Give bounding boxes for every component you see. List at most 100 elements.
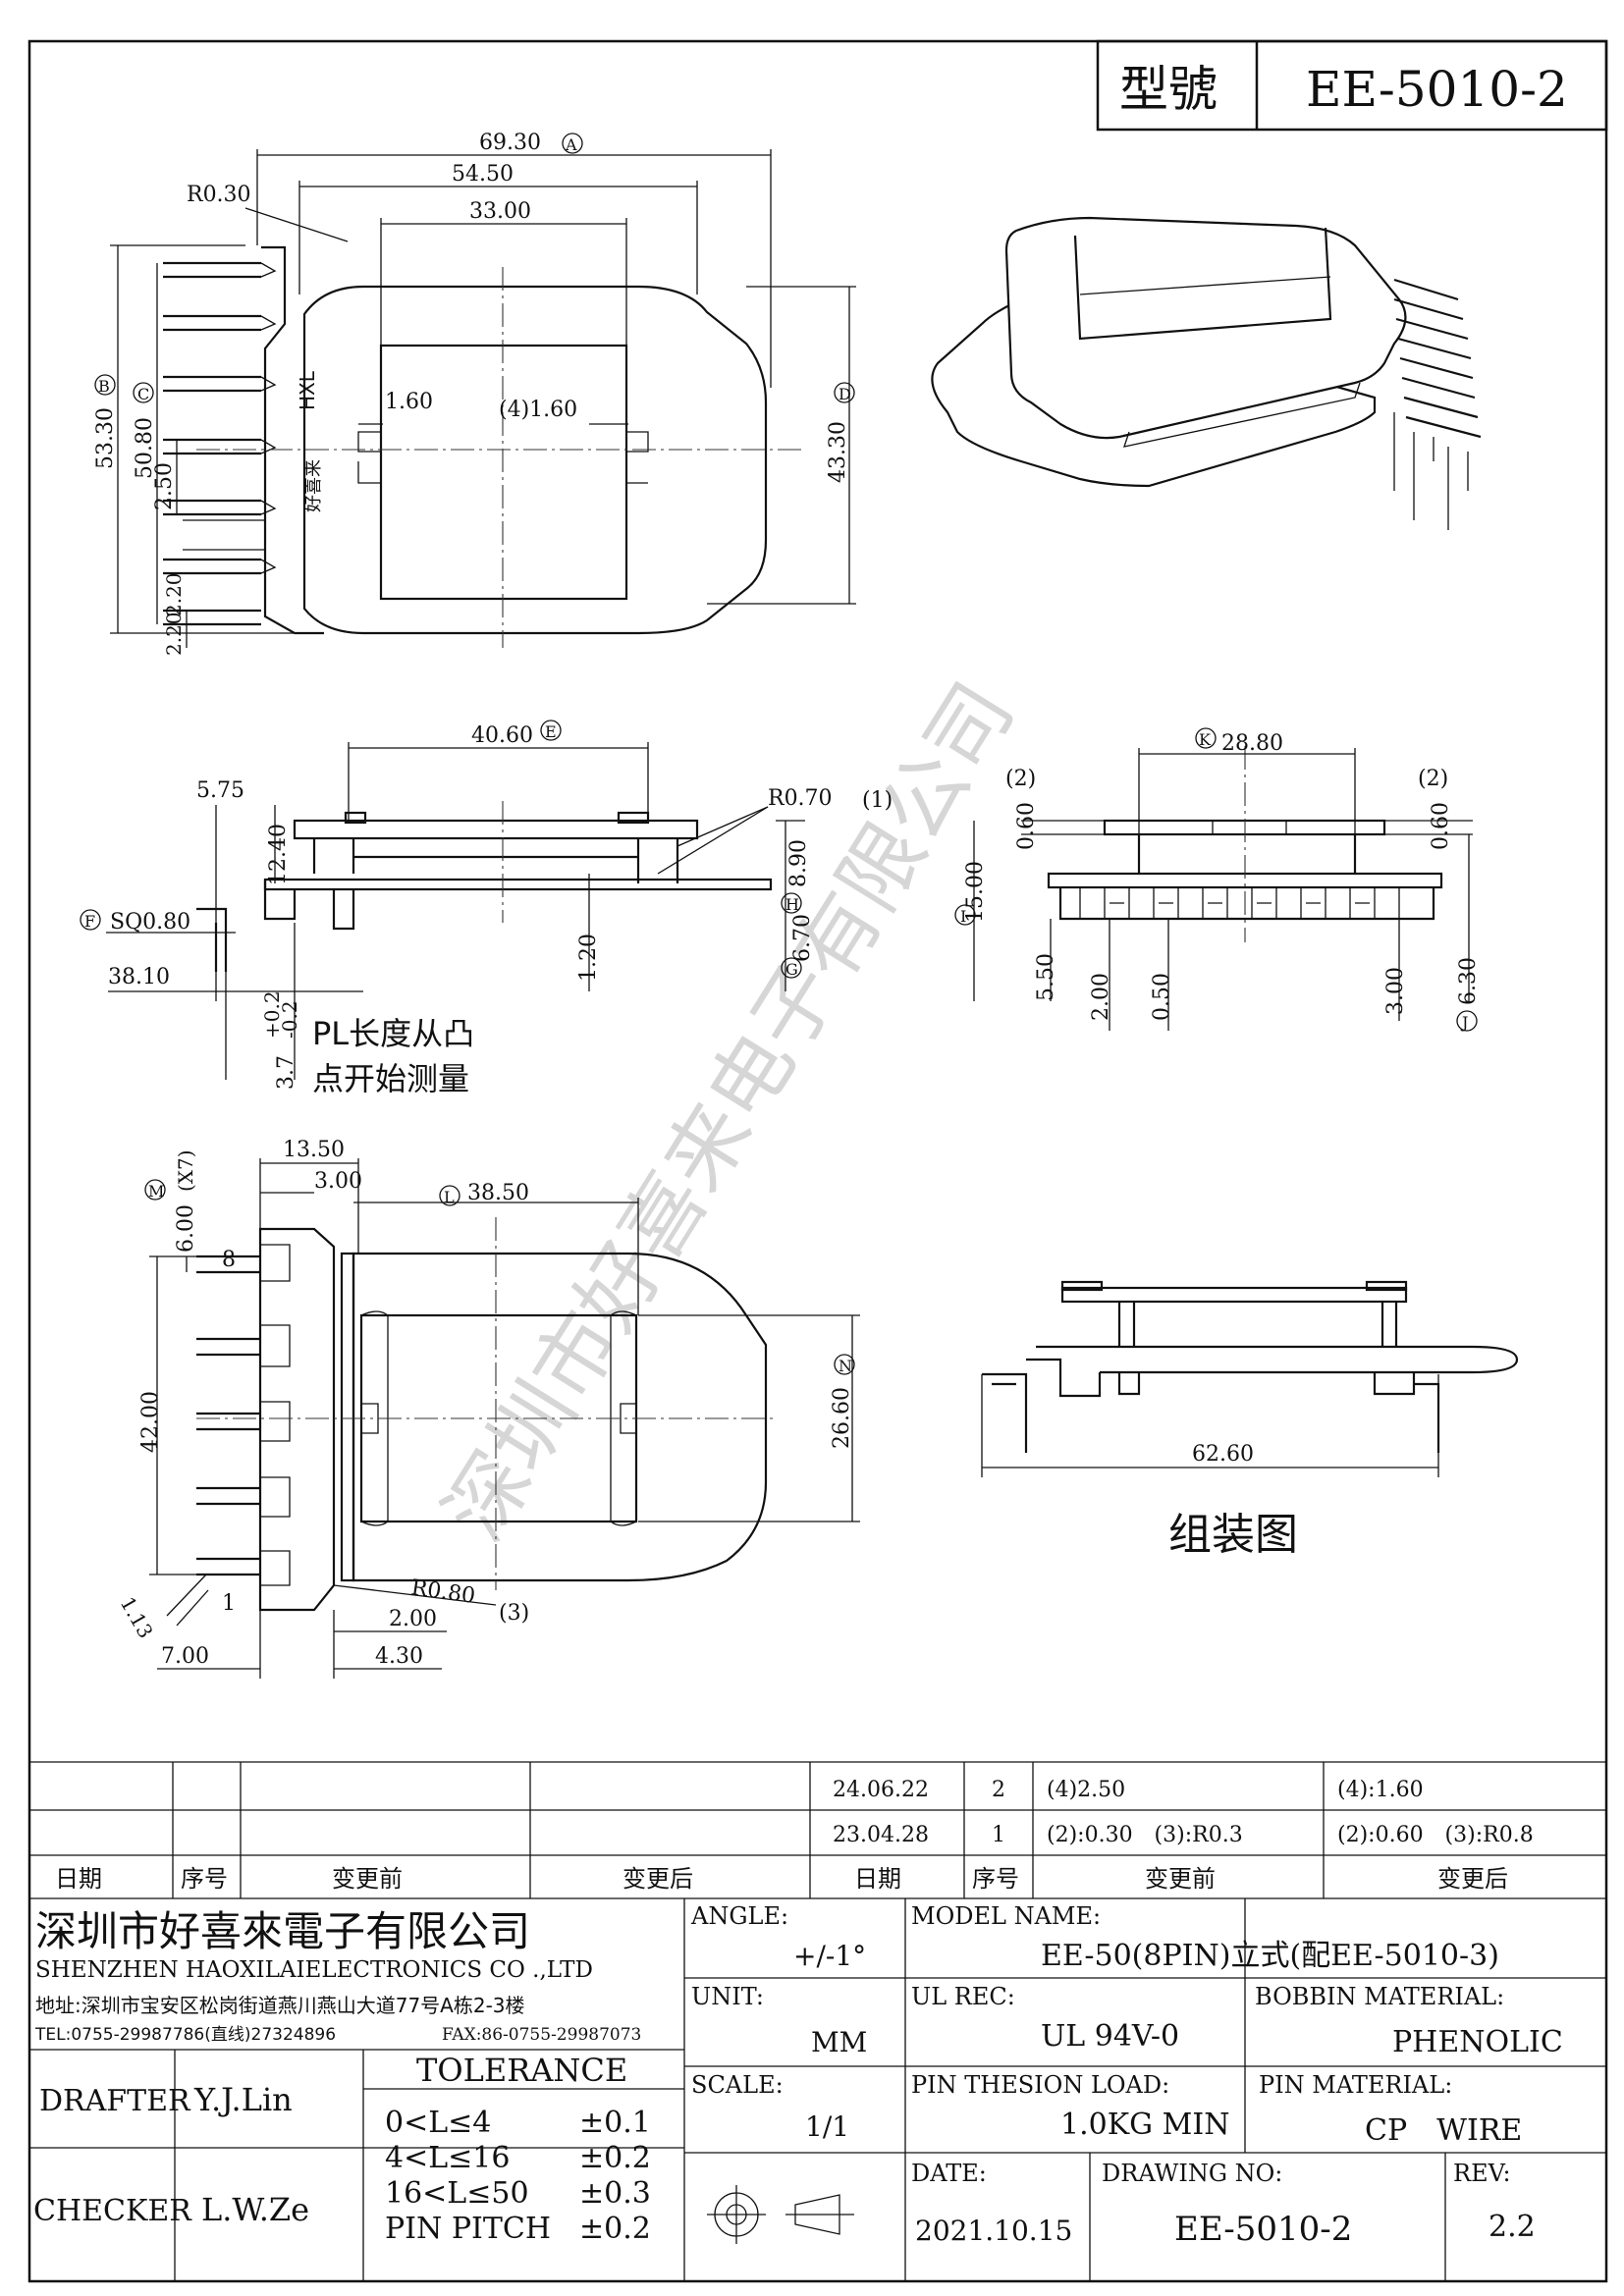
revision-row-2-no: 1	[992, 1823, 1005, 1847]
title-block: 深圳市好喜來電子有限公司 SHENZHEN HAOXILAIELECTRONIC…	[29, 1898, 1606, 2281]
svg-text:62.60: 62.60	[1192, 1442, 1254, 1467]
svg-text:3.00: 3.00	[1383, 967, 1408, 1015]
svg-text:A: A	[565, 135, 577, 154]
revision-table: 日期 序号 变更前 变更后 日期 序号 变更前 变更后 24.06.22 2 (…	[29, 1761, 1606, 1899]
svg-text:DRAFTER: DRAFTER	[39, 2084, 191, 2118]
svg-text:C: C	[137, 385, 149, 403]
bobbin-material-value: PHENOLIC	[1392, 2025, 1563, 2059]
svg-text:ANGLE:: ANGLE:	[690, 1902, 788, 1930]
company-name-cn: 深圳市好喜來電子有限公司	[35, 1907, 530, 1955]
svg-text:UL REC:: UL REC:	[911, 1983, 1015, 2010]
svg-text:2.20: 2.20	[162, 572, 186, 616]
isometric-view	[931, 216, 1482, 530]
svg-text:DATE:: DATE:	[911, 2160, 987, 2187]
svg-text:1.60: 1.60	[385, 390, 433, 414]
svg-text:±0.2: ±0.2	[579, 2212, 651, 2246]
svg-text:G: G	[785, 960, 798, 979]
company-address: 地址:深圳市宝安区松岗街道燕川燕山大道77号A栋2-3楼	[35, 1994, 525, 2017]
pin-load-value: 1.0KG MIN	[1060, 2108, 1229, 2142]
svg-text:+0.2: +0.2	[260, 990, 284, 1039]
svg-text:(X7): (X7)	[174, 1149, 197, 1192]
company-name-en: SHENZHEN HAOXILAIELECTRONICS CO .,LTD	[35, 1957, 593, 1983]
svg-text:3.7: 3.7	[274, 1055, 298, 1090]
svg-text:(4)1.60: (4)1.60	[499, 398, 577, 422]
svg-text:D: D	[839, 385, 851, 403]
watermark-text: 深圳市好喜来电子有限公司	[426, 667, 1032, 1557]
svg-text:4<L≤16: 4<L≤16	[385, 2141, 510, 2175]
svg-text:SCALE:: SCALE:	[691, 2071, 784, 2099]
model-header: 型號 EE-5010-2	[1096, 39, 1608, 132]
bottom-view-pins	[196, 1244, 291, 1586]
revision-row-1-date: 24.06.22	[833, 1778, 929, 1802]
svg-text:DRAWING NO:: DRAWING NO:	[1102, 2160, 1282, 2187]
svg-text:5.75: 5.75	[196, 778, 244, 803]
svg-text:54.50: 54.50	[452, 162, 514, 187]
svg-text:PL长度从凸: PL长度从凸	[312, 1015, 474, 1052]
svg-text:B: B	[98, 377, 110, 396]
svg-text:变更后: 变更后	[1437, 1865, 1508, 1893]
svg-text:BOBBIN MATERIAL:: BOBBIN MATERIAL:	[1255, 1983, 1504, 2010]
svg-text:13.50: 13.50	[283, 1138, 345, 1162]
svg-text:2.50: 2.50	[152, 462, 177, 510]
svg-text:(1): (1)	[862, 788, 893, 813]
date-value: 2021.10.15	[915, 2215, 1072, 2247]
svg-text:16<L≤50: 16<L≤50	[385, 2176, 529, 2211]
svg-text:(2): (2)	[1005, 767, 1036, 791]
model-label: 型號	[1119, 61, 1218, 118]
revision-row-2-after: (2):0.60 (3):R0.8	[1337, 1823, 1534, 1847]
svg-text:K: K	[1199, 730, 1212, 749]
model-number: EE-5010-2	[1306, 61, 1568, 118]
isometric-pins	[1393, 278, 1482, 530]
svg-text:-0.2: -0.2	[278, 1000, 301, 1039]
front-view-pin-slots	[1079, 887, 1400, 919]
assembly-title: 组装图	[1168, 1510, 1298, 1560]
revision-row-2-before: (2):0.30 (3):R0.3	[1047, 1823, 1243, 1847]
svg-text:SQ0.80: SQ0.80	[110, 910, 190, 934]
svg-text:CHECKER: CHECKER	[33, 2194, 192, 2228]
revision-value: 2.2	[1489, 2210, 1536, 2244]
svg-text:43.30: 43.30	[826, 421, 850, 483]
svg-text:4.30: 4.30	[375, 1644, 423, 1669]
svg-text:50.80: 50.80	[133, 417, 157, 479]
company-tel: TEL:0755-29987786(直线)27324896	[34, 2025, 336, 2045]
svg-text:REV:: REV:	[1453, 2160, 1511, 2187]
svg-text:日期: 日期	[55, 1865, 102, 1893]
model-name-value: EE-50(8PIN)立式(配EE-5010-3)	[1041, 1939, 1499, 1973]
svg-text:PIN MATERIAL:: PIN MATERIAL:	[1259, 2071, 1452, 2099]
svg-text:6.70: 6.70	[790, 914, 815, 962]
svg-text:28.80: 28.80	[1221, 731, 1283, 756]
svg-text:MODEL NAME:: MODEL NAME:	[911, 1902, 1101, 1930]
top-view: HXL 好喜来	[163, 245, 805, 648]
drafter-name: Y.J.Lin	[193, 2081, 293, 2118]
svg-text:40.60: 40.60	[471, 723, 533, 748]
svg-text:变更后: 变更后	[623, 1865, 693, 1893]
dimension-balloons: A B C D E F G H I J K L M N	[80, 133, 1478, 1375]
unit-value: MM	[811, 2026, 867, 2058]
angle-value: +/-1°	[793, 1940, 866, 1972]
svg-text:0.60: 0.60	[1429, 802, 1453, 850]
svg-text:38.10: 38.10	[108, 965, 170, 989]
svg-text:26.60: 26.60	[830, 1387, 854, 1449]
svg-text:R0.30: R0.30	[187, 183, 251, 207]
svg-text:8.90: 8.90	[786, 839, 811, 887]
svg-text:0.50: 0.50	[1150, 973, 1174, 1021]
side-view	[196, 801, 773, 972]
svg-text:PIN PITCH: PIN PITCH	[385, 2212, 551, 2246]
svg-text:PIN THESION LOAD:: PIN THESION LOAD:	[911, 2071, 1169, 2099]
svg-text:F: F	[84, 912, 95, 931]
checker-name: L.W.Ze	[201, 2191, 309, 2228]
svg-text:1.13: 1.13	[116, 1593, 158, 1643]
svg-text:变更前: 变更前	[332, 1865, 403, 1893]
projection-symbol-icon	[707, 2185, 854, 2244]
svg-text:变更前: 变更前	[1145, 1865, 1216, 1893]
svg-text:±0.3: ±0.3	[579, 2176, 651, 2211]
svg-text:0<L≤4: 0<L≤4	[385, 2106, 491, 2140]
svg-text:UNIT:: UNIT:	[691, 1983, 764, 2010]
bottom-view	[196, 1217, 776, 1612]
pin-material-value: CP WIRE	[1365, 2113, 1522, 2148]
top-pin-mark-right: 好喜来	[303, 459, 324, 512]
bottom-view-dimensions: 13.50 3.00 38.50 6.00 (X7) 8 42.00 26.60…	[116, 1138, 860, 1679]
scale-value: 1/1	[805, 2110, 849, 2143]
svg-text:J: J	[1460, 1013, 1468, 1032]
revision-row-2-date: 23.04.28	[833, 1823, 929, 1847]
